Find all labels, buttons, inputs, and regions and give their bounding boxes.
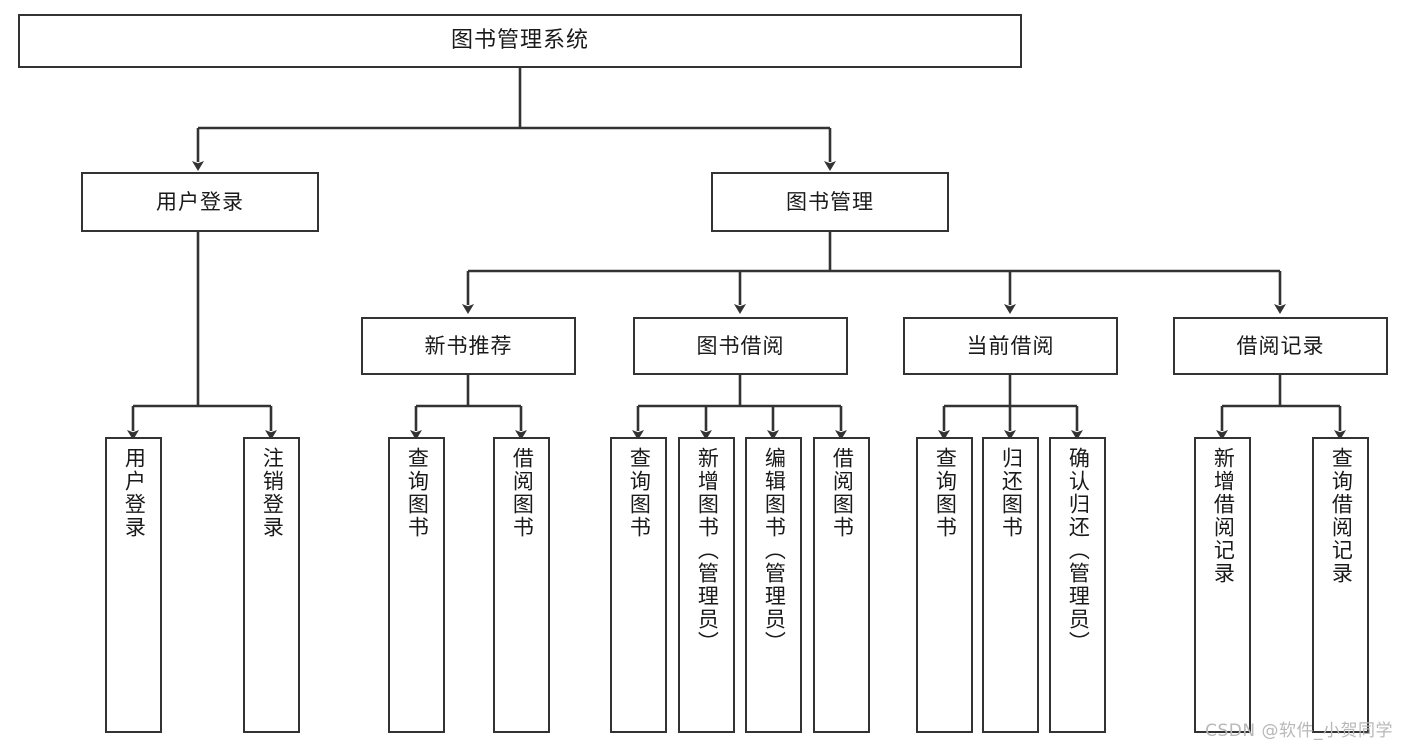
node-leaf-borrow-book-2-label: 借阅图书 [830, 447, 855, 539]
node-leaf-user-login[interactable]: 用户登录 [105, 437, 162, 733]
node-leaf-borrow-book-1[interactable]: 借阅图书 [493, 437, 550, 733]
node-borrow-record[interactable]: 借阅记录 [1173, 317, 1388, 375]
node-leaf-confirm-return-label: 确认归还（管理员） [1066, 447, 1091, 654]
node-leaf-logout-label: 注销登录 [260, 447, 285, 539]
node-leaf-query-book-2[interactable]: 查询图书 [610, 437, 667, 733]
node-leaf-query-book-2-label: 查询图书 [627, 447, 652, 539]
node-leaf-confirm-return[interactable]: 确认归还（管理员） [1049, 437, 1106, 733]
node-leaf-edit-book-label: 编辑图书（管理员） [762, 447, 787, 654]
node-leaf-return-book-label: 归还图书 [999, 447, 1024, 539]
node-root[interactable]: 图书管理系统 [18, 14, 1022, 68]
node-leaf-user-login-label: 用户登录 [122, 447, 147, 539]
node-leaf-return-book[interactable]: 归还图书 [982, 437, 1039, 733]
node-leaf-add-book[interactable]: 新增图书（管理员） [678, 437, 735, 733]
node-leaf-query-book-1[interactable]: 查询图书 [388, 437, 445, 733]
node-leaf-logout[interactable]: 注销登录 [243, 437, 300, 733]
node-leaf-query-book-3-label: 查询图书 [933, 447, 958, 539]
node-book-borrow[interactable]: 图书借阅 [633, 317, 848, 375]
node-leaf-query-book-3[interactable]: 查询图书 [916, 437, 973, 733]
node-book-manage[interactable]: 图书管理 [711, 172, 949, 232]
node-leaf-borrow-book-2[interactable]: 借阅图书 [813, 437, 870, 733]
node-leaf-query-book-1-label: 查询图书 [405, 447, 430, 539]
node-user-login[interactable]: 用户登录 [81, 172, 319, 232]
node-new-book-recommend[interactable]: 新书推荐 [361, 317, 576, 375]
node-leaf-edit-book[interactable]: 编辑图书（管理员） [745, 437, 802, 733]
watermark: CSDN @软件_小贺同学 [1205, 721, 1393, 741]
node-leaf-query-record[interactable]: 查询借阅记录 [1312, 437, 1369, 733]
node-leaf-query-record-label: 查询借阅记录 [1329, 447, 1354, 585]
node-current-borrow[interactable]: 当前借阅 [903, 317, 1118, 375]
node-leaf-borrow-book-1-label: 借阅图书 [510, 447, 535, 539]
node-leaf-add-record-label: 新增借阅记录 [1211, 447, 1236, 585]
node-leaf-add-record[interactable]: 新增借阅记录 [1194, 437, 1251, 733]
node-leaf-add-book-label: 新增图书（管理员） [695, 447, 720, 654]
